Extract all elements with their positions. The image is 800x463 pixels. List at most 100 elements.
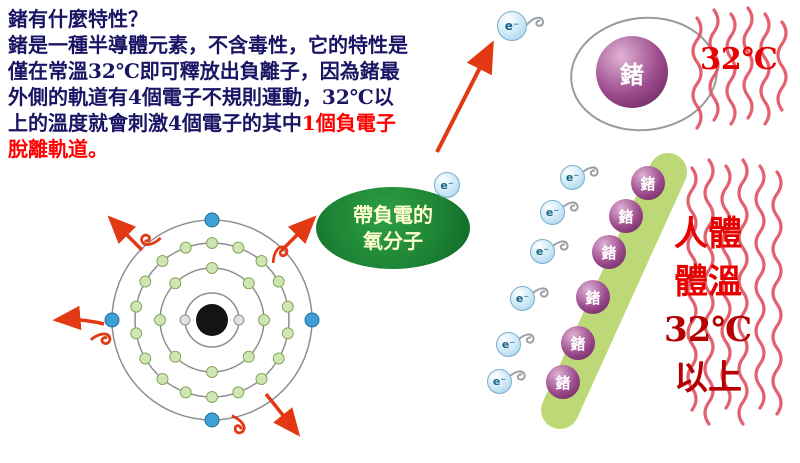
germanium-label: 鍺 — [618, 207, 634, 226]
electron-tail — [525, 16, 545, 27]
pointer-arrow — [435, 40, 494, 153]
bohr-atom — [104, 212, 320, 428]
electron-tail — [516, 333, 535, 344]
spiral-squiggle — [271, 245, 289, 264]
electron-dot — [204, 412, 220, 428]
oxygen-molecule: 帶負電的 氧分子 — [316, 187, 470, 269]
caption-line: 32℃ — [664, 310, 753, 350]
germanium-atom-large: 鍺 — [596, 36, 668, 108]
electron-dot — [232, 241, 245, 254]
electron-dot — [156, 255, 169, 267]
electron-dot — [255, 255, 268, 267]
electron-dot — [242, 277, 255, 290]
electron-label: e⁻ — [565, 171, 580, 184]
electron-dot — [258, 314, 270, 326]
escape-arrows — [52, 215, 317, 437]
spiral-squiggle — [140, 233, 162, 246]
electron-dot — [233, 314, 245, 326]
electron-ball: e⁻ — [560, 165, 585, 190]
germanium-band — [541, 153, 687, 429]
electron-dot — [139, 352, 152, 365]
electron-dot — [139, 275, 152, 288]
heat-wave — [691, 16, 703, 130]
electron-ball: e⁻ — [510, 286, 535, 311]
caption-line: 人體 — [674, 214, 742, 254]
electron-dot — [304, 312, 320, 328]
atom-electrons — [104, 212, 320, 428]
body-highlight-text: 1個負電子脫離軌道。 — [8, 111, 396, 161]
nucleus — [196, 304, 228, 336]
germanium-label: 鍺 — [601, 243, 617, 262]
electron-tail — [507, 370, 526, 381]
escape-arrow — [264, 392, 301, 437]
germanium-atom: 鍺 — [592, 235, 626, 269]
electron-dot — [156, 373, 169, 385]
spiral-squiggle — [89, 332, 112, 345]
electron-tail — [580, 166, 599, 177]
heat-wave — [703, 158, 715, 426]
heat-wave — [771, 170, 783, 416]
electron-dot — [130, 300, 143, 313]
germanium-label: 鍺 — [585, 288, 601, 307]
heat-wave — [776, 20, 788, 112]
caption-line: 體溫 — [674, 262, 742, 302]
escape-arrow — [280, 215, 317, 252]
germanium-label: 鍺 — [570, 334, 586, 353]
electron-label: e⁻ — [535, 245, 550, 258]
question-title: 鍺有什麼特性？ — [8, 7, 148, 31]
heat-waves-top — [691, 6, 788, 130]
electron-label: e⁻ — [492, 375, 507, 388]
electron-dot — [242, 350, 255, 363]
electron-dot — [104, 312, 120, 328]
body-text: 鍺是一種半導體元素，不含毒性，它的特性是僅在常溫32℃即可釋放出負離子，因為鍺最… — [8, 33, 408, 135]
electron-label: e⁻ — [501, 338, 516, 351]
electron-dot — [179, 386, 192, 399]
electron-ball: e⁻ — [497, 11, 527, 41]
body-paragraph: 鍺是一種半導體元素，不含毒性，它的特性是僅在常溫32℃即可釋放出負離子，因為鍺最… — [8, 32, 412, 162]
electron-dot — [179, 241, 192, 254]
electron-dot — [169, 277, 182, 290]
escape-arrow — [107, 215, 144, 252]
heat-wave — [720, 164, 732, 410]
electron-dot — [272, 352, 285, 365]
heat-wave — [742, 6, 754, 120]
oxygen-label-line2: 氧分子 — [363, 229, 423, 253]
electron-dot — [255, 373, 268, 385]
electron-label: e⁻ — [504, 19, 520, 33]
electron-tail — [530, 287, 549, 298]
electron-dot — [206, 262, 218, 274]
electron-tail — [560, 201, 579, 212]
body-temp-caption: 人體 體溫 32℃ 以上 — [664, 210, 752, 402]
germanium-atom: 鍺 — [561, 326, 595, 360]
germanium-label: 鍺 — [620, 59, 644, 89]
heat-waves-body — [686, 158, 783, 426]
explanation-text: 鍺有什麼特性？ 鍺是一種半導體元素，不含毒性，它的特性是僅在常溫32℃即可釋放出… — [8, 6, 412, 162]
escape-arrow — [52, 305, 105, 331]
electron-dot — [154, 314, 166, 326]
germanium-label: 鍺 — [555, 373, 571, 392]
electron-label: e⁻ — [545, 206, 560, 219]
electron-ball: e⁻ — [540, 200, 565, 225]
electron-ball: e⁻ — [434, 172, 460, 198]
electron-tails — [507, 166, 599, 381]
germanium-label: 鍺 — [640, 174, 656, 193]
spiral-squiggle — [231, 414, 246, 435]
electron-dot — [232, 386, 245, 399]
electron-ball: e⁻ — [496, 332, 521, 357]
electron-dot — [169, 350, 182, 363]
electron-label: e⁻ — [515, 292, 530, 305]
germanium-atom: 鍺 — [609, 199, 643, 233]
electron-dot — [281, 300, 294, 313]
electron-dot — [204, 212, 220, 228]
electron-dot — [206, 391, 218, 403]
temperature-label: 32℃ — [700, 42, 778, 77]
germanium-atom: 鍺 — [576, 280, 610, 314]
electron-ball: e⁻ — [530, 239, 555, 264]
caption-line: 以上 — [674, 358, 742, 398]
heat-wave — [686, 166, 698, 412]
electron-dot — [179, 314, 191, 326]
electron-dot — [206, 237, 218, 249]
germanium-atom: 鍺 — [631, 166, 665, 200]
